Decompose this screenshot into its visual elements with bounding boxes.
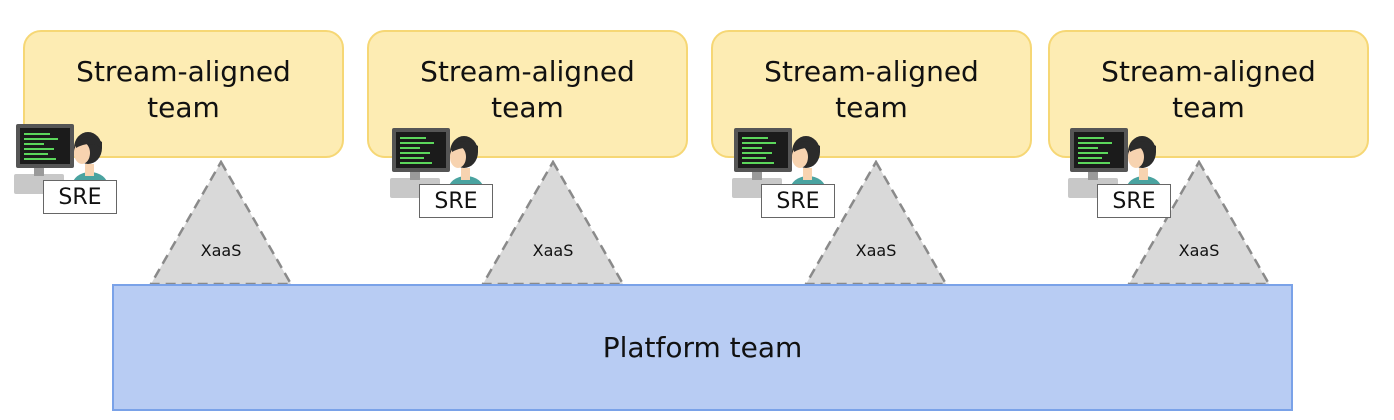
sre-label: SRE	[43, 180, 117, 214]
engineer-at-computer-icon	[1068, 128, 1162, 200]
stream-aligned-team-label: Stream-aligned team	[1101, 55, 1316, 124]
stream-aligned-team-label: Stream-aligned team	[764, 55, 979, 124]
xaas-label: XaaS	[200, 241, 242, 260]
stream-aligned-team-1: Stream-aligned team	[23, 30, 344, 158]
xaas-triangle-2	[480, 160, 626, 286]
platform-team-label: Platform team	[602, 331, 803, 364]
platform-team: Platform team	[112, 284, 1293, 411]
xaas-label: XaaS	[532, 241, 574, 260]
engineer-at-computer-icon	[14, 124, 108, 196]
stream-aligned-team-label: Stream-aligned team	[76, 55, 291, 124]
xaas-triangle-1	[148, 160, 294, 286]
sre-label: SRE	[419, 184, 493, 218]
sre-label: SRE	[761, 184, 835, 218]
stream-aligned-team-4: Stream-aligned team	[1048, 30, 1369, 158]
sre-label: SRE	[1097, 184, 1171, 218]
stream-aligned-team-label: Stream-aligned team	[420, 55, 635, 124]
xaas-label: XaaS	[1178, 241, 1220, 260]
xaas-label: XaaS	[855, 241, 897, 260]
